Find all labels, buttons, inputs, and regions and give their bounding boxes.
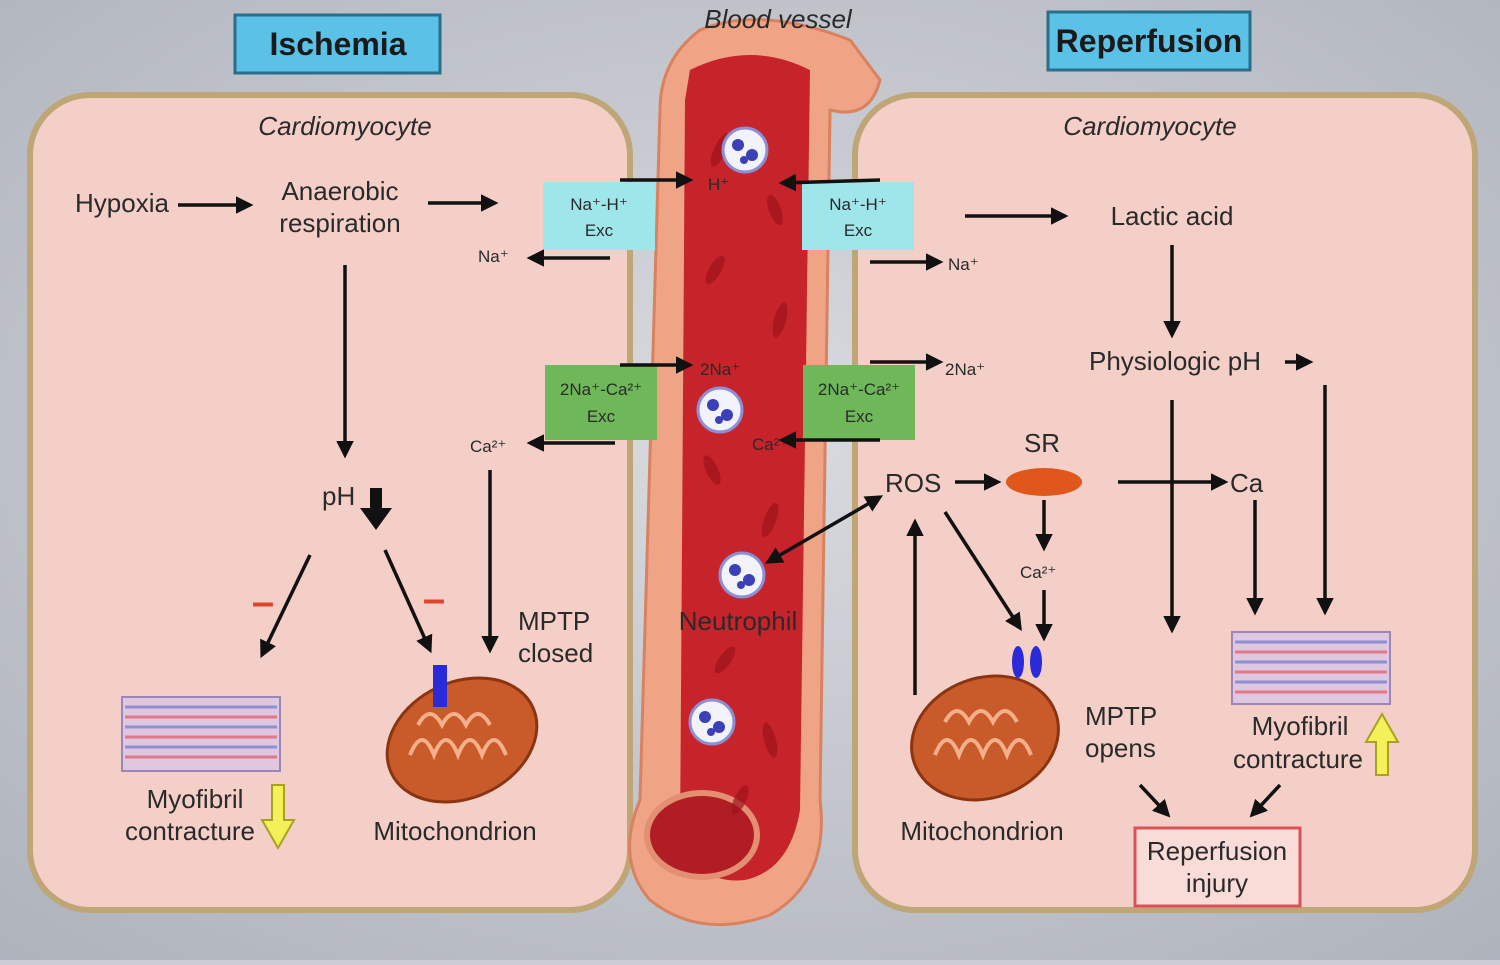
left-myofibril-label-1: Myofibril (147, 784, 244, 814)
pathway-arrows (178, 171, 1334, 818)
left-nh-exchanger-box (543, 182, 655, 250)
sr-label: SR (1024, 428, 1060, 458)
mptp-opens-label-2: opens (1085, 733, 1156, 763)
ph-down-arrow (360, 488, 392, 530)
sr-organelle (1006, 468, 1082, 496)
left-myofibril-label-2: contracture (125, 816, 255, 846)
mptp-opens-label-1: MPTP (1085, 701, 1157, 731)
vessel-h-label: H⁺ (708, 175, 729, 194)
myofibril-up-arrow (1364, 711, 1400, 776)
left-nh-exchanger-label-2: Exc (585, 221, 614, 240)
right-nh-exchanger-label-2: Exc (844, 221, 873, 240)
reperfusion-title-box (1046, 10, 1252, 72)
left-nca-exchanger-label-2: Exc (587, 407, 616, 426)
mptp-closed-label-2: closed (518, 638, 593, 668)
reperfusion-injury-label-1: Reperfusion (1147, 836, 1287, 866)
right-nca-exchanger-label-1: 2Na⁺-Ca²⁺ (818, 380, 900, 399)
right-na-label: Na⁺ (948, 255, 979, 274)
right-nca-exchanger-box (803, 365, 915, 440)
left-ca-label: Ca²⁺ (470, 437, 506, 456)
ph-label: pH (322, 481, 355, 511)
ischemia-title-box (233, 13, 442, 75)
right-ca2-label: Ca²⁺ (1020, 563, 1056, 582)
left-mitochondrion (385, 665, 539, 804)
respiration-label: respiration (279, 208, 400, 238)
vessel-ca-label: Ca²⁺ (752, 435, 788, 454)
neutrophil-cell (688, 698, 736, 746)
neutrophil-cell (721, 126, 769, 174)
ros-label: ROS (885, 468, 941, 498)
right-2na-label: 2Na⁺ (945, 360, 985, 379)
left-na-label: Na⁺ (478, 247, 509, 266)
neutrophil-cells (688, 126, 769, 746)
right-myofibril-label-2: contracture (1233, 744, 1363, 774)
blood-vessel-label: Blood vessel (704, 4, 853, 34)
mptp-closed-label-1: MPTP (518, 606, 590, 636)
reperfusion-injury-label-2: injury (1186, 868, 1248, 898)
reperfusion-injury-box (1133, 826, 1302, 908)
right-mitochondrion (910, 646, 1060, 802)
left-nca-exchanger-box (545, 365, 657, 440)
physiologic-ph-label: Physiologic pH (1089, 346, 1261, 376)
left-minus-sign-2: – (423, 577, 445, 621)
left-cell-name: Cardiomyocyte (258, 111, 431, 141)
lactic-acid-label: Lactic acid (1111, 201, 1234, 231)
right-nh-exchanger-box (802, 182, 914, 250)
neutrophil-cell (696, 386, 744, 434)
neutrophil-cell (718, 551, 766, 599)
left-minus-sign-1: – (252, 580, 274, 624)
left-nca-exchanger-label-1: 2Na⁺-Ca²⁺ (560, 380, 642, 399)
right-myofibril-label-1: Myofibril (1252, 711, 1349, 741)
left-myofibril (121, 696, 281, 772)
reperfusion-title: Reperfusion (1056, 23, 1243, 59)
left-nh-exchanger-label-1: Na⁺-H⁺ (570, 195, 628, 214)
anaerobic-label: Anaerobic (281, 176, 398, 206)
myofibril-down-arrow (260, 784, 296, 851)
right-nca-exchanger-label-2: Exc (845, 407, 874, 426)
right-cell-name: Cardiomyocyte (1063, 111, 1236, 141)
right-myofibril (1231, 631, 1391, 705)
right-nh-exchanger-label-1: Na⁺-H⁺ (829, 195, 887, 214)
neutrophil-label: Neutrophil (679, 606, 798, 636)
left-mitochondrion-label: Mitochondrion (373, 816, 536, 846)
vessel-2na-label: 2Na⁺ (700, 360, 740, 379)
right-ca-label: Ca (1230, 468, 1264, 498)
ischemia-title: Ischemia (270, 26, 407, 62)
right-mitochondrion-label: Mitochondrion (900, 816, 1063, 846)
hypoxia-label: Hypoxia (75, 188, 169, 218)
